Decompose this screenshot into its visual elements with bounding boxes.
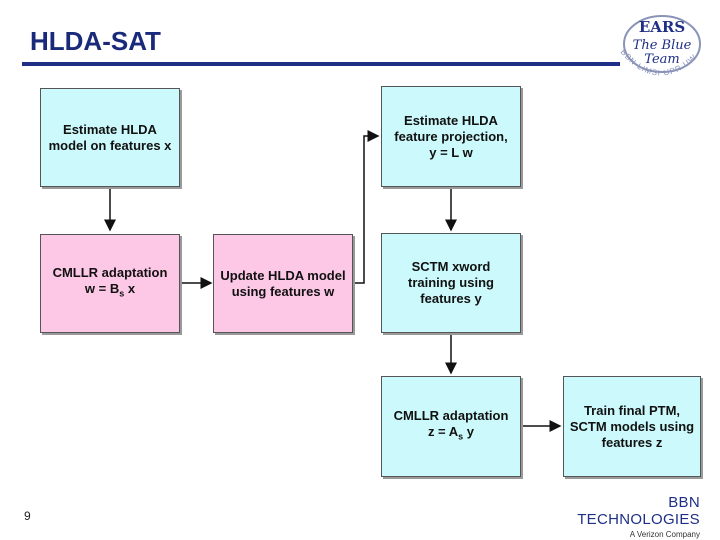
box-train-line3: features z (601, 434, 663, 450)
bbn-tagline: A Verizon Company (629, 530, 700, 539)
box-estimate-hlda-model: Estimate HLDA model on features x (40, 88, 180, 187)
box-estimate-feature-projection: Estimate HLDA feature projection, y = L … (381, 86, 521, 187)
box-update-line2: using features w (231, 283, 335, 299)
arrow-update-to-projection (353, 130, 380, 284)
box-sctm-line1: SCTM xword (411, 259, 491, 274)
eq-w-suffix: x (124, 281, 136, 297)
box-cmllr-w-line1: CMLLR adaptation (52, 265, 168, 281)
eq-z-prefix: z = A (427, 424, 459, 440)
eq-w-prefix: w = B (84, 281, 120, 297)
box-train-line2: SCTM models using (569, 418, 695, 434)
box-sctm-line3: features y (420, 291, 482, 306)
box-cmllr-z-equation: z = As y (394, 424, 509, 445)
box-train-line1: Train final PTM, (583, 402, 681, 418)
eq-w-sub: s (119, 288, 125, 299)
box-update-hlda-model: Update HLDA model using features w (213, 234, 353, 333)
box-estimate-model-line1: Estimate HLDA (63, 121, 157, 137)
box-update-line1: Update HLDA model (220, 267, 346, 283)
eq-z-sub: s (458, 431, 464, 442)
bbn-technologies-logo: BBN TECHNOLOGIES A Verizon Company (560, 494, 700, 539)
logo-team-text: Team (644, 52, 679, 67)
box-cmllr-z-line1: CMLLR adaptation (393, 408, 509, 424)
box-sctm-xword-training: SCTM xword training using features y (381, 233, 521, 333)
box-projection-line3: y = L w (429, 144, 473, 160)
box-projection-line1: Estimate HLDA (404, 112, 498, 128)
box-train-final-models: Train final PTM, SCTM models using featu… (563, 376, 701, 477)
box-sctm-line2: training using (408, 275, 494, 290)
ears-blue-team-logo: EARS The Blue Team BBN LIMSI UPR UW (619, 15, 701, 78)
box-projection-line2: feature projection, (394, 128, 508, 144)
eq-z-suffix: y (463, 424, 475, 440)
box-estimate-model-line2: model on features x (48, 137, 172, 153)
logo-ears-text: EARS (639, 18, 685, 36)
box-cmllr-w-equation: w = Bs x (53, 281, 168, 302)
slide-title: HLDA-SAT (30, 26, 161, 56)
box-cmllr-adaptation-z: CMLLR adaptation z = As y (381, 376, 521, 477)
logo-blue-text: The Blue (633, 38, 692, 53)
bbn-company-name: BBN TECHNOLOGIES (577, 494, 700, 528)
box-cmllr-adaptation-w: CMLLR adaptation w = Bs x (40, 234, 180, 333)
page-number: 9 (24, 509, 31, 523)
title-rule (22, 62, 620, 66)
